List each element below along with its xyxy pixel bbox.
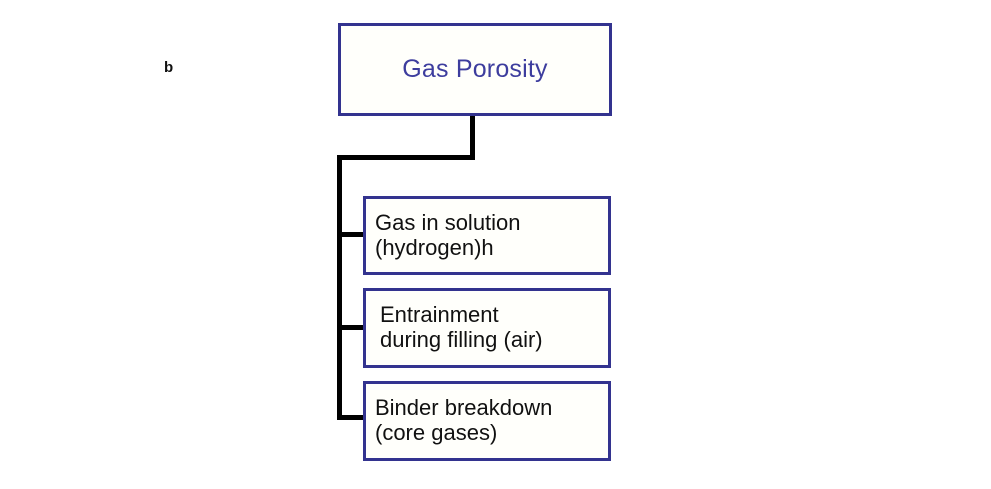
- node-binder-breakdown[interactable]: Binder breakdown (core gases): [363, 381, 611, 461]
- connector-root-horizontal: [337, 155, 475, 160]
- connector-stub-child-1: [337, 232, 364, 237]
- node-binder-breakdown-label: Binder breakdown (core gases): [375, 395, 553, 445]
- node-entrainment-during-filling[interactable]: Entrainment during filling (air): [363, 288, 611, 368]
- node-entrainment-during-filling-label: Entrainment during filling (air): [380, 302, 543, 352]
- node-gas-porosity-label: Gas Porosity: [402, 54, 548, 83]
- connector-vertical-trunk: [337, 155, 342, 420]
- node-gas-in-solution[interactable]: Gas in solution (hydrogen)h: [363, 196, 611, 275]
- figure-panel-label: b: [164, 59, 174, 76]
- connector-stub-child-2: [337, 325, 364, 330]
- connector-root-drop: [470, 116, 475, 160]
- node-gas-porosity[interactable]: Gas Porosity: [338, 23, 612, 116]
- node-gas-in-solution-label: Gas in solution (hydrogen)h: [375, 209, 521, 260]
- connector-stub-child-3: [337, 415, 364, 420]
